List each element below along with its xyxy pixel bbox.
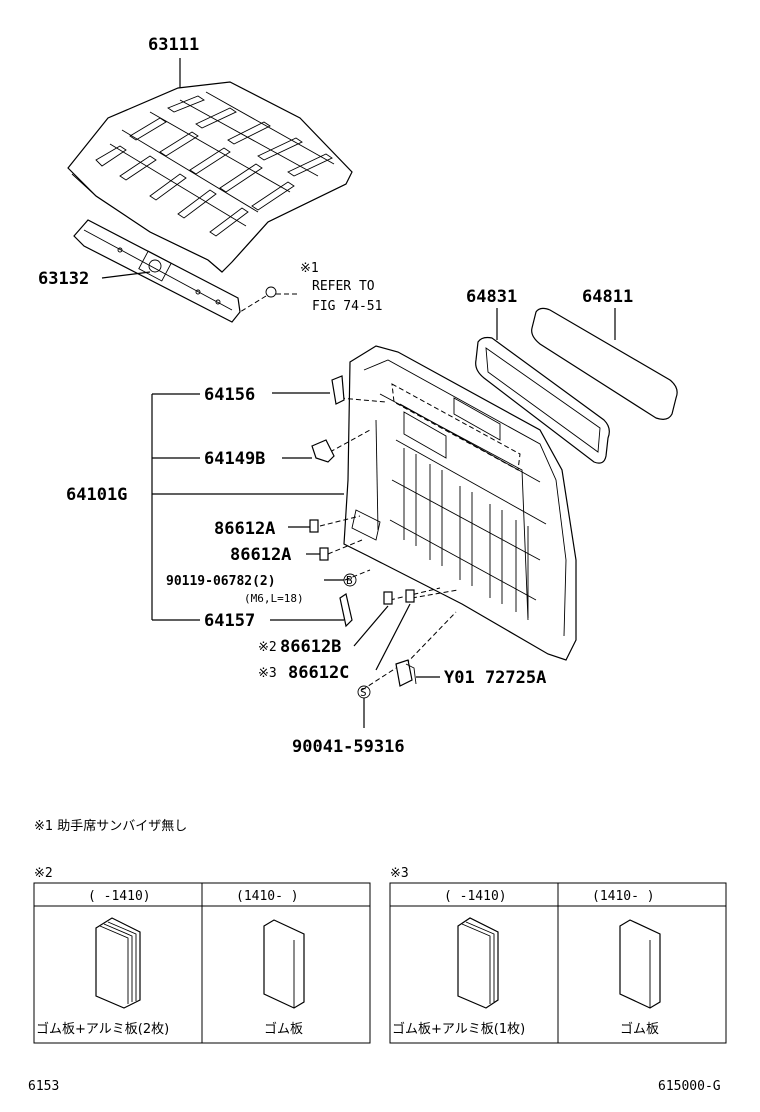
mark-3: ※3: [258, 666, 277, 681]
table-3: ※3 ( -1410) (1410- ) ゴム板+アルミ板(1枚) ゴム板: [389, 866, 727, 1044]
dash-90041: [361, 667, 397, 691]
table3-col2-caption: ゴム板: [620, 1021, 659, 1037]
footer-left: 6153: [28, 1079, 59, 1094]
dash-86612A-2: [327, 539, 363, 555]
pad-86612A-1: [309, 519, 319, 533]
label-86612C: 86612C: [288, 663, 349, 683]
back-panel-drawing: [343, 345, 577, 661]
label-64811: 64811: [582, 287, 633, 307]
leader-86612C: [375, 603, 411, 671]
refer-fig-text: FIG 74-51: [312, 299, 382, 314]
table3-col1-header: ( -1410): [444, 889, 507, 904]
table2-col1-caption: ゴム板+アルミ板(2枚): [36, 1021, 169, 1037]
roof-panel-drawing: [67, 81, 353, 273]
label-64831: 64831: [466, 287, 517, 307]
footer-right: 615000-G: [658, 1079, 721, 1094]
clip-Y01-drawing: [395, 659, 417, 687]
label-64101G: 64101G: [66, 485, 127, 505]
table2-col1-header: ( -1410): [88, 889, 151, 904]
rubber-plate-3-drawing: [619, 919, 661, 1009]
label-64157: 64157: [204, 611, 255, 631]
rubber-aluminum-plate-3-drawing: [457, 917, 499, 1009]
pad-86612A-2: [319, 547, 329, 561]
clip-drawing: [239, 286, 300, 313]
leader-86612B: [353, 605, 389, 647]
pad-86612B: [383, 591, 393, 605]
rubber-plate-2-drawing: [263, 919, 305, 1009]
label-63132: 63132: [38, 269, 89, 289]
table3-col1-caption: ゴム板+アルミ板(1枚): [392, 1021, 525, 1037]
dash-86612B: [389, 587, 441, 601]
window-weatherstrip-drawing: [475, 336, 610, 464]
label-86612B: 86612B: [280, 637, 341, 657]
mark-2: ※2: [258, 640, 277, 655]
bracket-64101G: [151, 393, 344, 621]
note-1: ※1 助手席サンバイザ無し: [34, 818, 187, 834]
table3-col2-header: (1410- ): [592, 889, 655, 904]
dash-Y01: [399, 611, 457, 671]
pad-86612C: [405, 589, 415, 603]
screw-s-mark: S: [360, 686, 367, 699]
label-64156: 64156: [204, 385, 255, 405]
dash-86612A-1: [319, 515, 361, 527]
bracket-64156-drawing: [331, 375, 345, 405]
bracket-64157-drawing: [339, 593, 353, 628]
header-panel-drawing: [73, 219, 241, 323]
label-90041-59316: 90041-59316: [292, 737, 405, 757]
table3-mark: ※3: [390, 866, 409, 881]
label-63111: 63111: [148, 35, 199, 55]
table2-col2-caption: ゴム板: [264, 1021, 303, 1037]
table-2: ※2 ( -1410) (1410- ) ゴム板+アルミ板(2枚) ゴム板: [33, 866, 371, 1044]
ref-mark-1: ※1: [300, 261, 319, 276]
refer-to-text: REFER TO: [312, 279, 375, 294]
rubber-aluminum-plate-2-drawing: [95, 917, 141, 1009]
bracket-64149B-drawing: [311, 439, 335, 463]
label-86612A-1: 86612A: [214, 519, 275, 539]
table2-mark: ※2: [34, 866, 53, 881]
label-90119: 90119-06782(2): [166, 574, 276, 589]
label-64149B: 64149B: [204, 449, 265, 469]
label-86612A-2: 86612A: [230, 545, 291, 565]
bolt-b-mark: B: [346, 574, 353, 587]
label-Y01-72725A: Y01 72725A: [444, 668, 546, 688]
table2-col2-header: (1410- ): [236, 889, 299, 904]
label-90119-spec: (M6,L=18): [244, 592, 304, 605]
window-glass-drawing: [531, 307, 678, 420]
dash-90119: [344, 569, 371, 581]
leader-63132: [101, 271, 151, 279]
